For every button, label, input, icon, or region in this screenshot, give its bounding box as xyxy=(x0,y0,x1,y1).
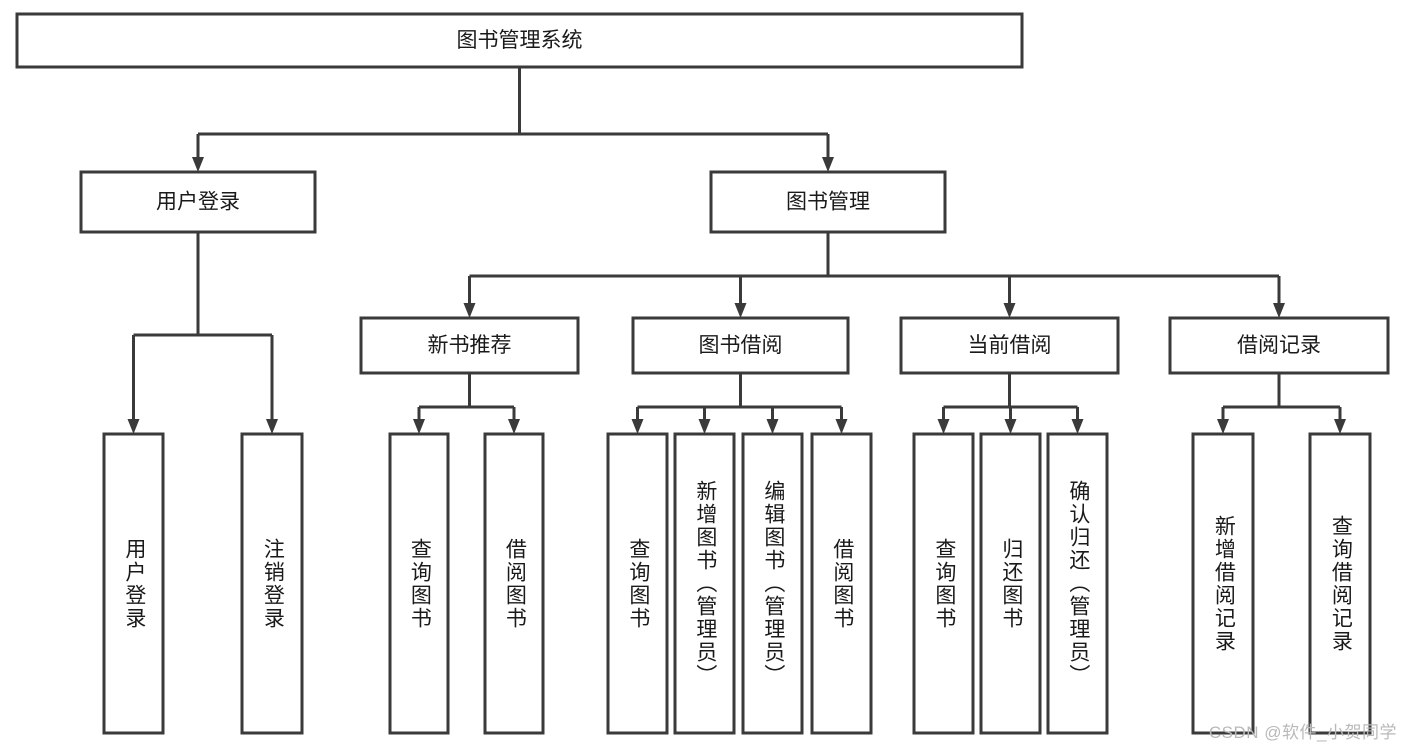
node-leaf-2-rect[interactable] xyxy=(388,432,450,735)
edge-leaf-4-1-arrowhead xyxy=(1004,419,1017,434)
node-l3-2-rect[interactable] xyxy=(899,316,1120,375)
node-leaf-4-rect[interactable] xyxy=(606,432,669,735)
edge-root-to-l2-0-arrowhead xyxy=(192,157,204,172)
node-leaf-3[interactable] xyxy=(483,432,545,735)
node-leaf-9-rect[interactable] xyxy=(979,432,1042,735)
node-l3-0-rect[interactable] xyxy=(359,316,580,375)
node-leaf-5[interactable] xyxy=(673,432,736,735)
edge-leaf-2-0-arrowhead xyxy=(413,419,425,434)
edge-l2-to-l3-3-arrowhead xyxy=(1273,303,1285,318)
edge-leaf-2-1-arrowhead xyxy=(508,419,520,434)
node-l3-0-label: 新书推荐 xyxy=(428,334,512,357)
edge-root-to-l2-1-arrowhead xyxy=(822,157,834,172)
node-leaf-1[interactable] xyxy=(240,432,304,735)
node-root-label: 图书管理系统 xyxy=(457,29,583,52)
edge-leaf-4-0-arrowhead xyxy=(937,419,950,434)
edge-l2-to-l3-0-arrowhead xyxy=(463,303,476,318)
node-leaf-7-rect[interactable] xyxy=(810,432,873,735)
edge-leaf-4-2-arrowhead xyxy=(1071,419,1084,434)
node-l2-0-label: 用户登录 xyxy=(156,191,240,214)
edge-leaf-0-1-arrowhead xyxy=(266,419,278,434)
node-leaf-9[interactable] xyxy=(979,432,1042,735)
node-root[interactable]: 图书管理系统 xyxy=(15,12,1024,69)
edge-l2-to-l3-2-arrowhead xyxy=(1003,303,1016,318)
edge-leaf-3-0-arrowhead xyxy=(631,419,644,434)
node-l2-1[interactable]: 图书管理 xyxy=(709,170,947,234)
edge-leaf-5-0-arrowhead xyxy=(1217,419,1229,434)
edge-l2-to-l3-1-arrowhead xyxy=(734,303,747,318)
edge-leaf-3-3-arrowhead xyxy=(835,419,848,434)
node-leaf-5-rect[interactable] xyxy=(673,432,736,735)
node-l2-1-rect[interactable] xyxy=(709,170,947,234)
node-leaf-10-rect[interactable] xyxy=(1046,432,1109,735)
node-l3-3[interactable]: 借阅记录 xyxy=(1168,316,1390,375)
node-l3-3-rect[interactable] xyxy=(1168,316,1390,375)
node-l2-0[interactable]: 用户登录 xyxy=(79,170,317,234)
node-leaf-8[interactable] xyxy=(912,432,975,735)
node-root-rect[interactable] xyxy=(15,12,1024,69)
node-l2-1-label: 图书管理 xyxy=(786,191,870,214)
watermark-text: CSDN @软件_小贺同学 xyxy=(1208,723,1397,742)
node-l2-0-rect[interactable] xyxy=(79,170,317,234)
node-leaf-6-rect[interactable] xyxy=(741,432,804,735)
node-leaf-1-rect[interactable] xyxy=(240,432,304,735)
node-leaf-11-rect[interactable] xyxy=(1191,432,1255,735)
edge-leaf-3-2-arrowhead xyxy=(766,419,779,434)
node-l3-2[interactable]: 当前借阅 xyxy=(899,316,1120,375)
node-leaf-6[interactable] xyxy=(741,432,804,735)
node-leaf-0-rect[interactable] xyxy=(102,432,165,735)
node-leaf-8-rect[interactable] xyxy=(912,432,975,735)
node-leaf-10[interactable] xyxy=(1046,432,1109,735)
node-leaf-12[interactable] xyxy=(1308,432,1372,735)
node-l3-1-label: 图书借阅 xyxy=(699,334,783,357)
node-l3-1[interactable]: 图书借阅 xyxy=(631,316,850,375)
node-leaf-3-rect[interactable] xyxy=(483,432,545,735)
node-leaf-4[interactable] xyxy=(606,432,669,735)
node-l3-1-rect[interactable] xyxy=(631,316,850,375)
node-l3-3-label: 借阅记录 xyxy=(1237,334,1321,357)
node-leaf-11[interactable] xyxy=(1191,432,1255,735)
edge-leaf-0-0-arrowhead xyxy=(127,419,140,434)
edges-layer xyxy=(127,67,1346,434)
node-l3-0[interactable]: 新书推荐 xyxy=(359,316,580,375)
node-leaf-12-rect[interactable] xyxy=(1308,432,1372,735)
node-l3-2-label: 当前借阅 xyxy=(968,334,1052,357)
node-leaf-0[interactable] xyxy=(102,432,165,735)
node-leaf-2[interactable] xyxy=(388,432,450,735)
edge-leaf-5-1-arrowhead xyxy=(1334,419,1346,434)
node-leaf-7[interactable] xyxy=(810,432,873,735)
edge-leaf-3-1-arrowhead xyxy=(698,419,711,434)
